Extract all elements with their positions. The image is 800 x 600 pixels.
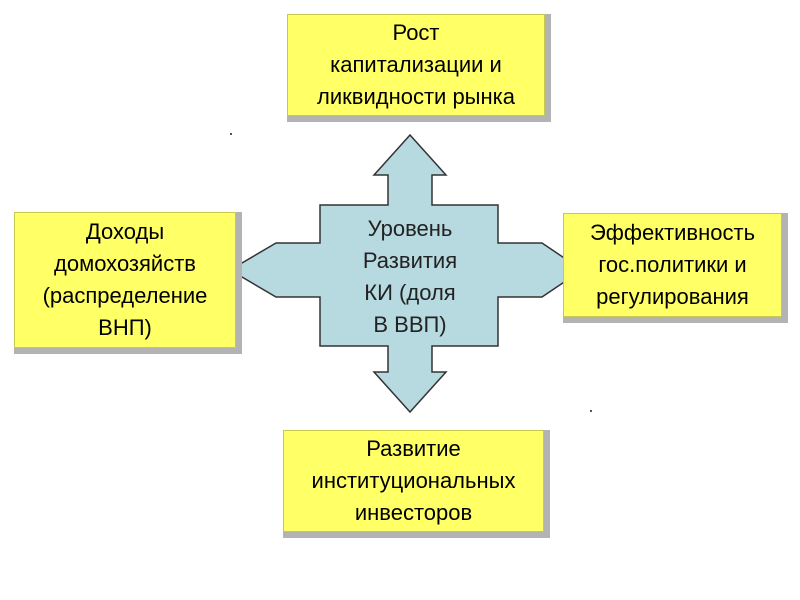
top-line-3: ликвидности рынка [317,84,515,109]
top-line-1: Рост [392,20,440,45]
left-line-3: (распределение [42,283,208,308]
right-line-2: гос.политики и [598,252,747,277]
stray-dot [590,410,592,412]
left-line-2: домохозяйств [54,251,196,276]
left-line-4: ВНП) [98,315,152,340]
center-label: Уровень Развития КИ (доля В ВВП) [320,207,500,347]
four-way-arrow [228,133,584,414]
left-box: Доходы домохозяйств (распределение ВНП) [14,212,242,354]
center-line-3: КИ (доля [364,280,456,305]
top-box: Рост капитализации и ликвидности рынка [287,14,551,122]
right-line-1: Эффективность [589,220,756,245]
right-box: Эффективность гос.политики и регулирован… [563,213,788,323]
stray-dot [230,133,232,135]
bottom-line-3: инвесторов [354,500,473,525]
left-line-1: Доходы [85,219,165,244]
bottom-box: Развитие институциональных инвесторов [283,430,550,538]
bottom-line-2: институциональных [311,468,516,493]
top-line-2: капитализации и [330,52,502,77]
center-line-1: Уровень [367,216,453,241]
center-line-4: В ВВП) [373,312,447,337]
center-line-2: Развития [362,248,458,273]
right-line-3: регулирования [596,284,749,309]
bottom-line-1: Развитие [366,436,461,461]
